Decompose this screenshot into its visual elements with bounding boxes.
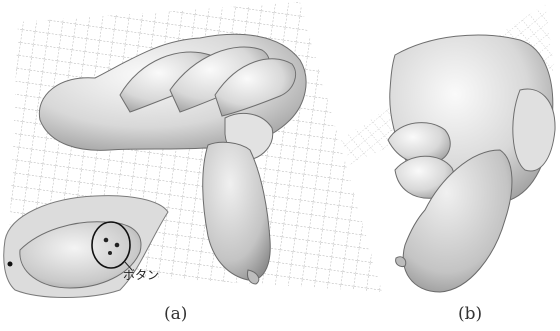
caption-panel-b: (b)	[458, 304, 482, 324]
button-callout-label: ボタン	[123, 268, 159, 282]
button-dot-1	[104, 238, 109, 243]
device-tip-b	[396, 257, 406, 267]
caption-panel-a: (a)	[164, 304, 187, 324]
panel-a	[4, 2, 382, 298]
inset-marker-dot	[8, 262, 13, 267]
panel-b	[340, 4, 555, 292]
button-dot-3	[108, 251, 112, 255]
button-dot-2	[115, 243, 120, 248]
finger-3-b	[513, 89, 555, 171]
